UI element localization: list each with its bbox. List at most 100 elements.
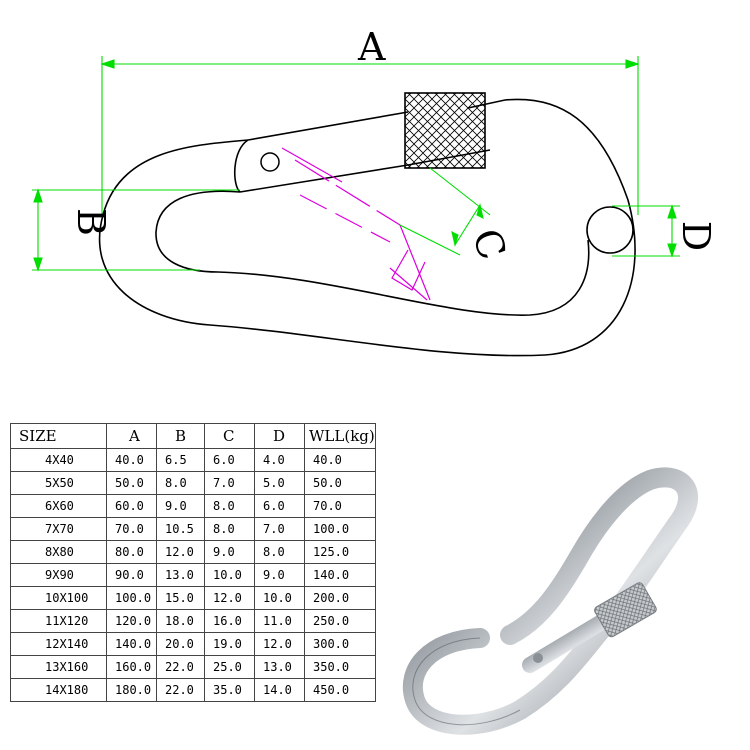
value-cell: 70.0	[304, 494, 376, 518]
value-cell: 4.0	[254, 448, 305, 472]
snap-hook-diagram: A B C D	[32, 25, 718, 357]
value-cell: 7.0	[204, 471, 255, 495]
nose-section-circle	[586, 206, 634, 254]
value-cell: 9.0	[254, 563, 305, 587]
value-cell: 5.0	[254, 471, 305, 495]
value-cell: 13.0	[254, 655, 305, 679]
size-cell: 5X50	[10, 471, 107, 495]
header-d: D	[254, 423, 305, 449]
value-cell: 90.0	[106, 563, 157, 587]
value-cell: 10.5	[156, 517, 205, 541]
value-cell: 200.0	[304, 586, 376, 610]
value-cell: 12.0	[204, 586, 255, 610]
size-cell: 12X140	[10, 632, 107, 656]
dimension-c	[399, 167, 491, 256]
value-cell: 6.0	[204, 448, 255, 472]
value-cell: 35.0	[204, 678, 255, 702]
hook-outer-outline	[98, 98, 636, 357]
value-cell: 16.0	[204, 609, 255, 633]
value-cell: 60.0	[106, 494, 157, 518]
value-cell: 8.0	[204, 517, 255, 541]
value-cell: 14.0	[254, 678, 305, 702]
gate-hinge	[233, 139, 249, 193]
value-cell: 50.0	[106, 471, 157, 495]
size-cell: 8X80	[10, 540, 107, 564]
value-cell: 50.0	[304, 471, 376, 495]
value-cell: 40.0	[304, 448, 376, 472]
value-cell: 19.0	[204, 632, 255, 656]
header-b: B	[156, 423, 205, 449]
value-cell: 9.0	[204, 540, 255, 564]
dimension-a-label: A	[357, 25, 386, 69]
value-cell: 140.0	[106, 632, 157, 656]
value-cell: 8.0	[156, 471, 205, 495]
value-cell: 100.0	[106, 586, 157, 610]
photo-knurled-sleeve	[594, 582, 657, 638]
value-cell: 160.0	[106, 655, 157, 679]
size-cell: 7X70	[10, 517, 107, 541]
value-cell: 13.0	[156, 563, 205, 587]
value-cell: 6.5	[156, 448, 205, 472]
size-cell: 10X100	[10, 586, 107, 610]
value-cell: 6.0	[254, 494, 305, 518]
hinge-pin-hole	[260, 152, 280, 172]
value-cell: 450.0	[304, 678, 376, 702]
value-cell: 22.0	[156, 655, 205, 679]
size-cell: 4X40	[10, 448, 107, 472]
header-size: SIZE	[10, 423, 107, 449]
value-cell: 300.0	[304, 632, 376, 656]
value-cell: 7.0	[254, 517, 305, 541]
value-cell: 25.0	[204, 655, 255, 679]
header-a: A	[106, 423, 157, 449]
value-cell: 250.0	[304, 609, 376, 633]
value-cell: 125.0	[304, 540, 376, 564]
header-c: C	[204, 423, 255, 449]
dimension-d	[612, 204, 680, 258]
header-wll: WLL(kg)	[304, 423, 376, 449]
size-cell: 6X60	[10, 494, 107, 518]
table-header-row: SIZE A B C D WLL(kg)	[10, 423, 376, 449]
size-cell: 14X180	[10, 678, 107, 702]
knurled-sleeve	[404, 92, 486, 169]
value-cell: 10.0	[254, 586, 305, 610]
construction-lines	[281, 147, 431, 301]
size-cell: 11X120	[10, 609, 107, 633]
value-cell: 40.0	[106, 448, 157, 472]
value-cell: 70.0	[106, 517, 157, 541]
value-cell: 8.0	[254, 540, 305, 564]
dimension-a	[100, 56, 640, 215]
value-cell: 100.0	[304, 517, 376, 541]
value-cell: 20.0	[156, 632, 205, 656]
value-cell: 80.0	[106, 540, 157, 564]
photo-hinge-pin	[533, 653, 543, 663]
value-cell: 120.0	[106, 609, 157, 633]
snap-hook-photo	[402, 467, 698, 735]
size-cell: 13X160	[10, 655, 107, 679]
dimension-b-label: B	[69, 208, 113, 236]
value-cell: 9.0	[156, 494, 205, 518]
value-cell: 180.0	[106, 678, 157, 702]
dimension-b	[32, 188, 240, 272]
value-cell: 350.0	[304, 655, 376, 679]
value-cell: 12.0	[156, 540, 205, 564]
value-cell: 18.0	[156, 609, 205, 633]
size-cell: 9X90	[10, 563, 107, 587]
value-cell: 10.0	[204, 563, 255, 587]
value-cell: 15.0	[156, 586, 205, 610]
dimension-d-label: D	[674, 221, 718, 251]
value-cell: 11.0	[254, 609, 305, 633]
hook-inner-outline	[155, 190, 590, 316]
value-cell: 8.0	[204, 494, 255, 518]
dimension-c-label: C	[464, 223, 515, 265]
